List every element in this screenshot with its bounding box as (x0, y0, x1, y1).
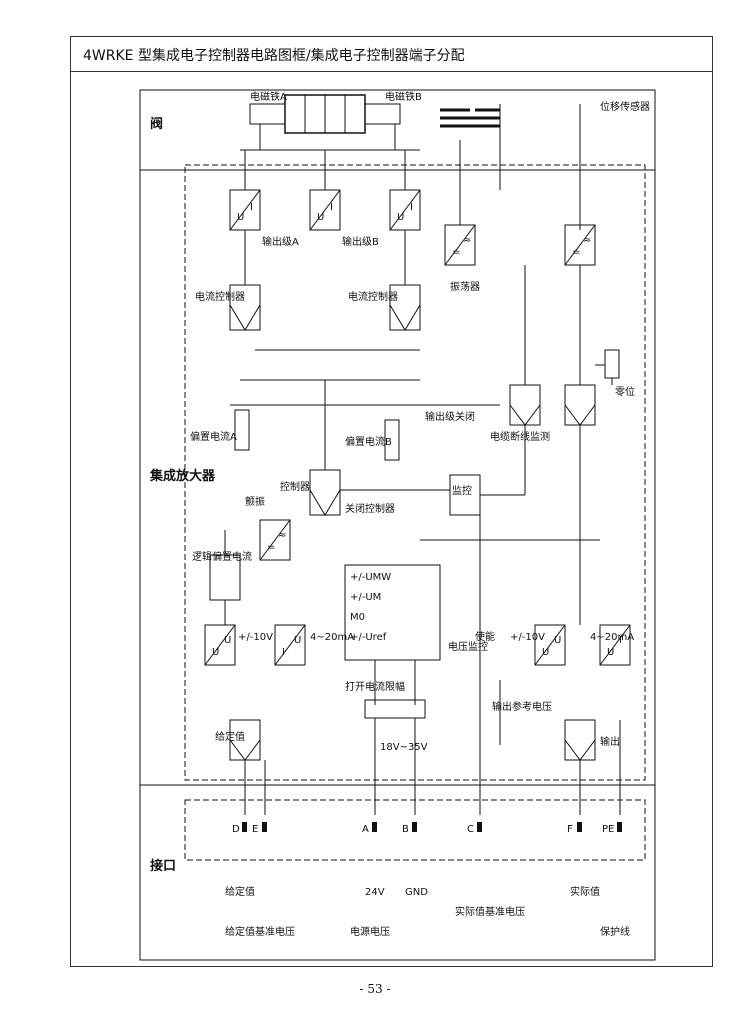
displacement-sensor-label: 位移传感器 (600, 100, 650, 113)
range-10v-left: +/-10V (238, 632, 273, 643)
title-bar: 4WRKE 型集成电子控制器电路图框/集成电子控制器端子分配 (71, 37, 712, 72)
power-supply-label: 电源电压 (350, 925, 390, 938)
pin-pe-label: 保护线 (600, 925, 630, 938)
setpoint-label: 给定值 (215, 730, 245, 743)
cable-break-monitor-label: 电缆断线监测 (490, 430, 550, 443)
pin-e: E (252, 824, 258, 835)
pin-pe: PE (602, 824, 614, 835)
current-controller-b-label: 电流控制器 (348, 290, 398, 303)
psu-output-umw: +/-UMW (350, 572, 391, 583)
oscillator-eq: = (452, 247, 460, 258)
out-left-u1: U (542, 647, 549, 658)
output-a-i: I (250, 202, 253, 213)
pin-e-label: 给定值基准电压 (225, 925, 295, 938)
section-amplifier: 集成放大器 (149, 468, 216, 484)
page-number: - 53 - (359, 982, 391, 996)
dither-eq: = (267, 542, 275, 553)
pin-f-label: 实际值 (570, 885, 600, 898)
psu-output-uref: +/-Uref (350, 632, 387, 643)
in-left-u1: U (212, 647, 219, 658)
output-b-u: U (317, 212, 324, 223)
sensor-eq: = (572, 247, 580, 258)
psu-output-um: +/-UM (350, 592, 381, 603)
range-10v-right: +/-10V (510, 632, 545, 643)
output-c-u: U (397, 212, 404, 223)
page-title: 4WRKE 型集成电子控制器电路图框/集成电子控制器端子分配 (83, 48, 465, 64)
controller-label: 控制器 (280, 480, 310, 493)
output-label: 输出 (600, 735, 620, 748)
open-current-limit-label: 打开电流限幅 (345, 680, 405, 693)
dither-label: 颤振 (245, 495, 265, 508)
pin-f: F (567, 824, 573, 835)
page-frame: 4WRKE 型集成电子控制器电路图框/集成电子控制器端子分配 (70, 36, 713, 967)
solenoid-a-label: 电磁铁A (250, 90, 287, 103)
out-right-i: I (619, 635, 622, 646)
bias-current-a-label: 偏置电流A (190, 430, 237, 443)
logic-bias-current-label: 逻辑偏置电流 (192, 550, 252, 563)
sensor-tilde: ≈ (583, 235, 591, 246)
output-a-u: U (237, 212, 244, 223)
output-stage-a-label: 输出级A (262, 235, 299, 248)
output-stage-off-label: 输出级关闭 (425, 410, 475, 423)
pin-a: A (362, 824, 369, 835)
pin-d: D (232, 824, 240, 835)
zero-label: 零位 (615, 385, 635, 398)
bias-current-b-label: 偏置电流B (345, 435, 392, 448)
output-b-i: I (330, 202, 333, 213)
output-stage-b-label: 输出级B (342, 235, 379, 248)
pin-c: C (467, 824, 474, 835)
oscillator-label: 振荡器 (450, 280, 480, 293)
output-c-i: I (410, 202, 413, 213)
monitor-label: 监控 (452, 484, 472, 497)
oscillator-tilde: ≈ (463, 235, 471, 246)
solenoid-b-label: 电磁铁B (385, 90, 422, 103)
supply-range-label: 18V~35V (380, 742, 428, 753)
out-right-u: U (607, 647, 614, 658)
pin-b-label: GND (405, 887, 428, 898)
voltage-monitor-label: 电压监控 (448, 640, 488, 653)
diagram-frame (139, 89, 656, 961)
output-ref-voltage-label: 输出参考电压 (492, 700, 552, 713)
dither-tilde: ≈ (278, 530, 286, 541)
enable-label: 使能 (475, 630, 495, 643)
in-right-i: I (282, 647, 285, 658)
in-right-u: U (294, 635, 301, 646)
section-valve: 阀 (150, 116, 163, 132)
range-ma-left: 4~20mA (310, 632, 354, 643)
out-left-u2: U (554, 635, 561, 646)
psu-output-m0: M0 (350, 612, 365, 623)
in-left-u2: U (224, 635, 231, 646)
pin-d-label: 给定值 (225, 885, 255, 898)
range-ma-right: 4~20mA (590, 632, 634, 643)
pin-a-label: 24V (365, 887, 385, 898)
section-interface: 接口 (150, 858, 176, 874)
current-controller-a-label: 电流控制器 (195, 290, 245, 303)
pin-b: B (402, 824, 409, 835)
pin-c-label: 实际值基准电压 (455, 905, 525, 918)
close-controller-label: 关闭控制器 (345, 502, 395, 515)
